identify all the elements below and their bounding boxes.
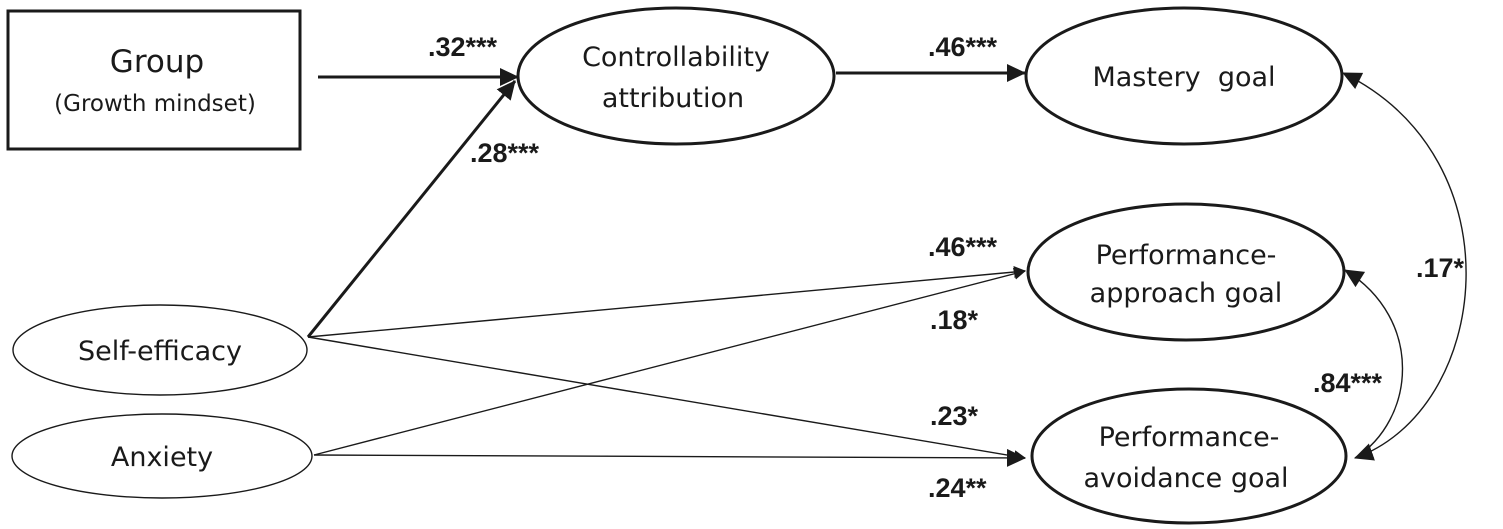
node-self-efficacy-label: Self-efficacy (78, 336, 242, 367)
node-controllability-line1: Controllability (582, 42, 770, 73)
node-controllability: Controllability attribution (516, 6, 836, 146)
node-perf-approach-line2: approach goal (1090, 278, 1283, 309)
coef-mastery-perf-avoidance: .17* (1416, 253, 1465, 283)
coef-selfefficacy-perf-approach: .46*** (928, 232, 998, 262)
node-perf-avoidance: Performance- avoidance goal (1030, 387, 1348, 525)
coef-selfefficacy-controllability: .28*** (470, 138, 540, 168)
path-selfefficacy-to-perf-approach (307, 266, 1026, 338)
node-perf-avoidance-line2: avoidance goal (1083, 463, 1288, 494)
node-group-subtitle: (Growth mindset) (54, 91, 256, 117)
covariance-perf-approach-perf-avoidance (1344, 269, 1404, 459)
node-group: Group (Growth mindset) (6, 9, 302, 151)
coef-group-controllability: .32*** (428, 32, 498, 62)
node-anxiety-label: Anxiety (111, 442, 213, 473)
path-selfefficacy-to-controllability (306, 80, 517, 338)
node-perf-avoidance-line1: Performance- (1099, 422, 1280, 453)
covariance-mastery-perf-avoidance (1342, 72, 1467, 461)
coef-anxiety-perf-avoidance: .24** (928, 473, 987, 503)
coef-selfefficacy-perf-avoidance: .23* (930, 401, 979, 431)
node-anxiety: Anxiety (11, 413, 313, 499)
node-mastery: Mastery goal (1024, 6, 1344, 146)
node-controllability-line2: attribution (602, 83, 744, 114)
node-perf-approach: Performance- approach goal (1026, 202, 1346, 342)
node-mastery-label: Mastery goal (1092, 62, 1275, 93)
coef-anxiety-perf-approach: .18* (930, 305, 979, 335)
path-anxiety-to-perf-approach (313, 267, 1026, 456)
node-group-title: Group (110, 44, 204, 80)
coef-perf-approach-perf-avoidance: .84*** (1313, 368, 1383, 398)
node-perf-approach-line1: Performance- (1096, 240, 1277, 271)
coef-controllability-mastery: .46*** (928, 32, 998, 62)
path-selfefficacy-to-perf-avoidance (307, 336, 1026, 463)
node-self-efficacy: Self-efficacy (12, 304, 308, 396)
path-anxiety-to-perf-avoidance (313, 448, 1026, 467)
